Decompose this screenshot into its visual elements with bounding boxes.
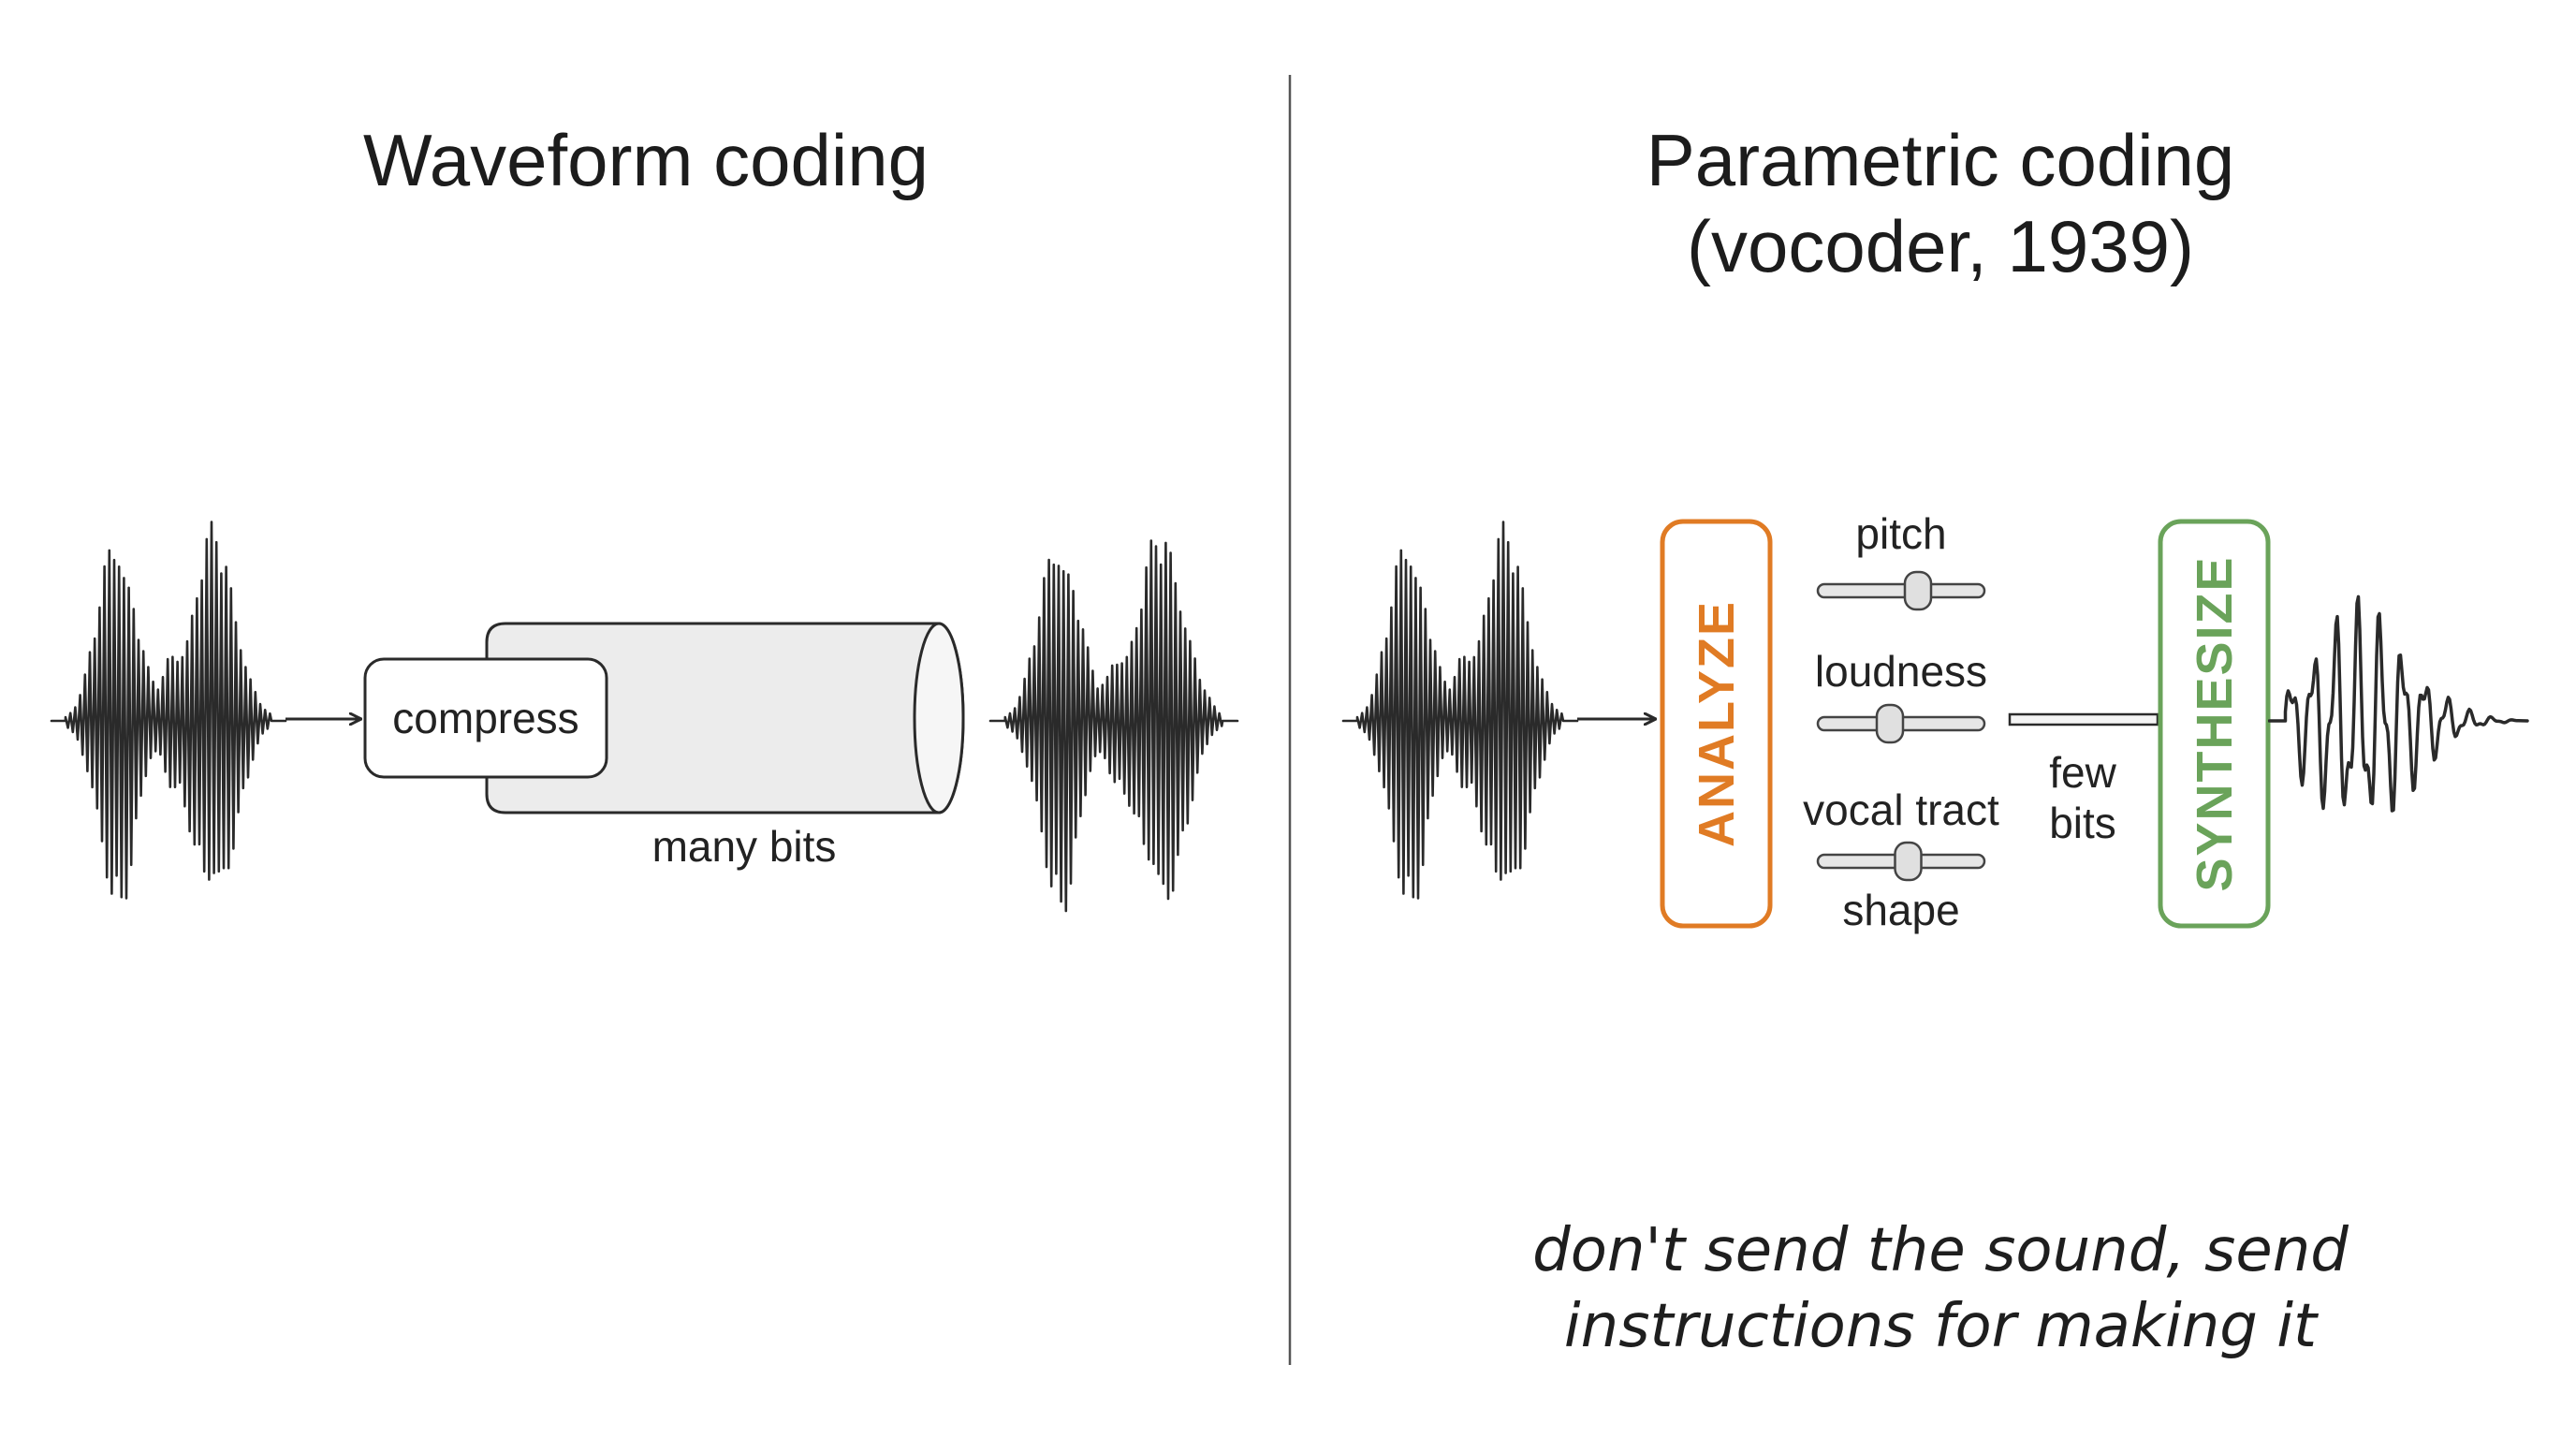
synthesize-box: SYNTHESIZE (2158, 519, 2271, 929)
parametric-coding-panel: Parametric coding (vocoder, 1939) ANALYZ… (1341, 119, 2529, 1361)
parameter-sliders: pitch loudness vocal tract shape (1803, 509, 1999, 934)
output-waveform-synthesized (2268, 594, 2529, 813)
synthesize-label: SYNTHESIZE (2187, 555, 2243, 891)
slider-label-loudness: loudness (1815, 647, 1987, 696)
few-bits-channel: few bits (2008, 712, 2159, 847)
input-waveform-right (1341, 521, 1579, 900)
vocal-tract-slider[interactable] (1816, 841, 1986, 882)
analyze-label: ANALYZE (1689, 600, 1745, 847)
slider-knob[interactable] (1875, 703, 1905, 744)
parametric-coding-title: Parametric coding (1647, 119, 2235, 201)
waveform-trace (988, 539, 1239, 913)
analyze-box: ANALYZE (1660, 519, 1773, 929)
waveform-trace (2268, 594, 2529, 813)
output-waveform-left (988, 539, 1239, 913)
waveform-coding-title: Waveform coding (363, 119, 929, 201)
pitch-slider[interactable] (1816, 570, 1986, 611)
slider-track[interactable] (1816, 582, 1986, 599)
slider-label-vocal-tract: vocal tract (1803, 785, 1999, 834)
many-bits-label: many bits (652, 822, 837, 871)
slider-label-pitch: pitch (1855, 509, 1946, 558)
waveform-coding-panel: Waveform coding compress many bits (50, 119, 1239, 913)
caption-line-1: don't send the sound, send (1532, 1216, 2349, 1285)
loudness-slider[interactable] (1816, 703, 1986, 744)
slider-knob[interactable] (1903, 570, 1933, 611)
waveform-trace (50, 521, 287, 900)
waveform-trace (1341, 521, 1579, 900)
compress-box: compress (363, 657, 608, 779)
input-waveform-left (50, 521, 287, 900)
parametric-coding-subtitle: (vocoder, 1939) (1687, 205, 2194, 287)
few-bits-label-line2: bits (2049, 799, 2116, 847)
caption-line-2: instructions for making it (1564, 1292, 2320, 1361)
slider-label-shape: shape (1842, 886, 1959, 934)
few-bits-label-line1: few (2049, 748, 2116, 797)
slider-knob[interactable] (1894, 841, 1923, 882)
compress-label: compress (392, 694, 578, 742)
